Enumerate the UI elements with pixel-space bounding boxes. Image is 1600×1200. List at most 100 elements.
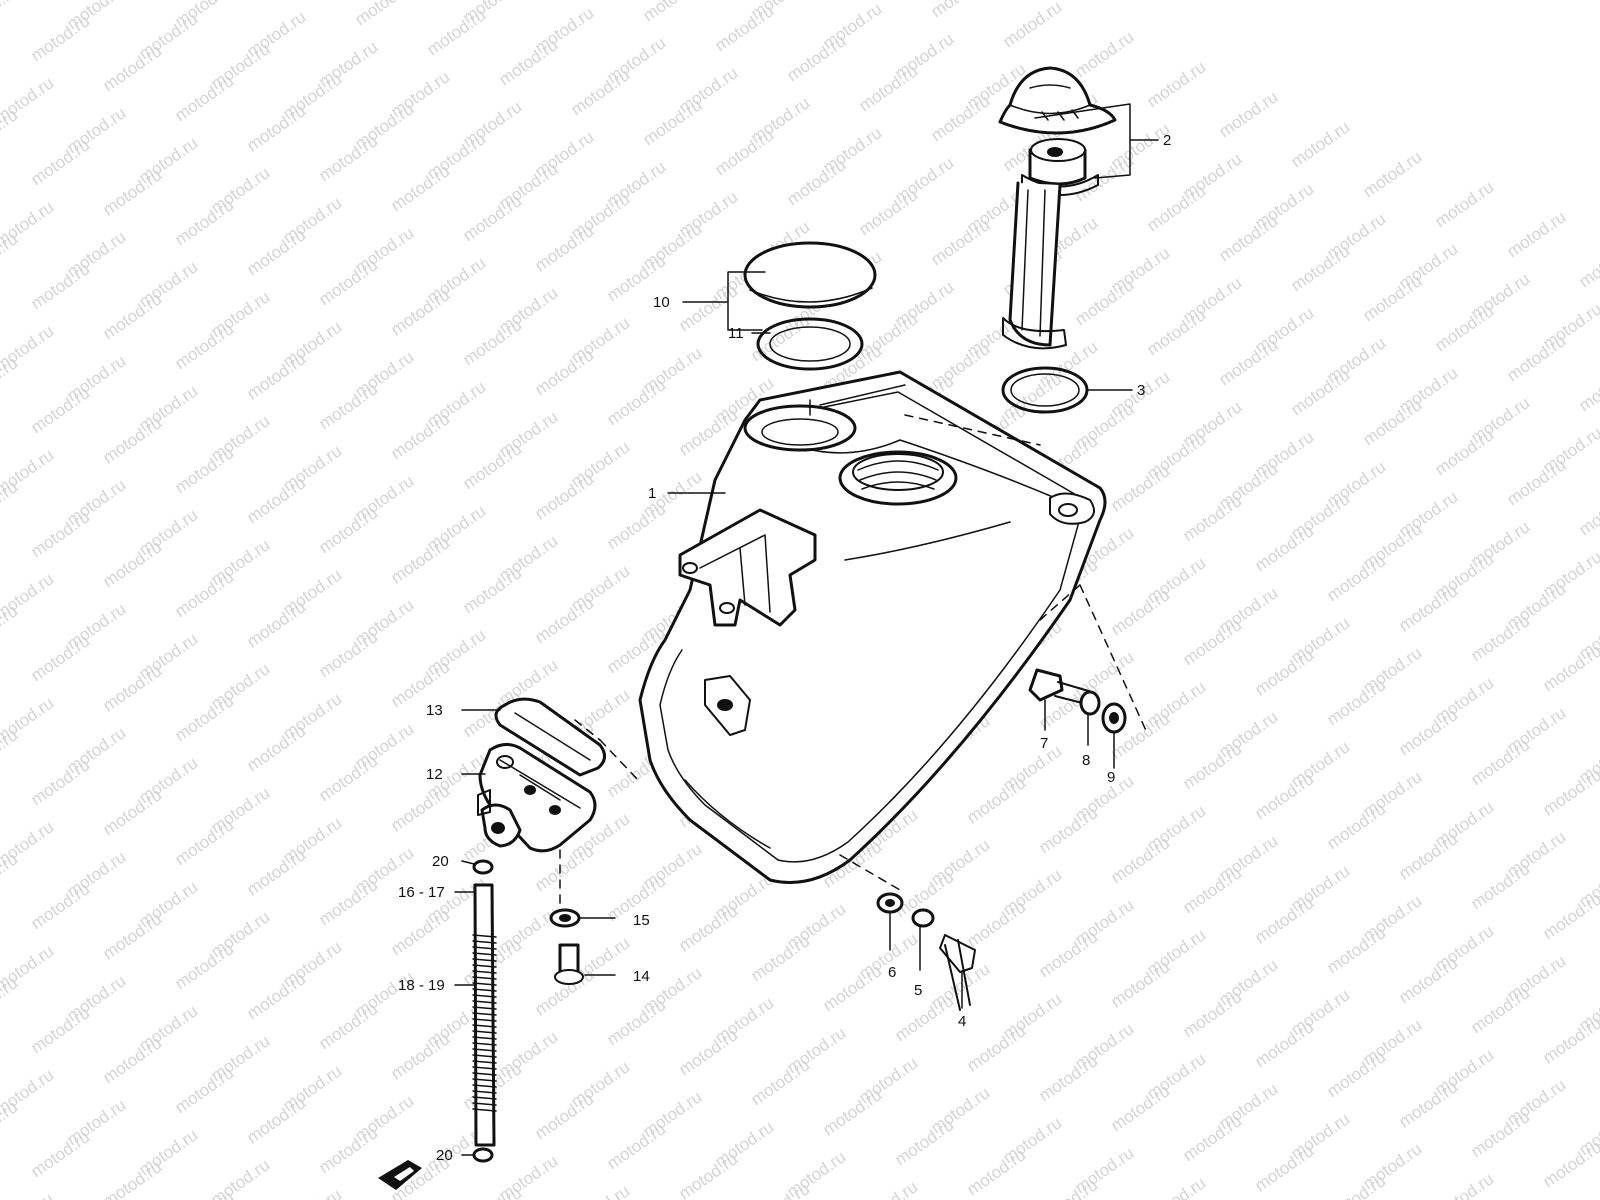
watermark-text: motod.ru	[1395, 1077, 1461, 1131]
watermark-text: motod.ru	[1251, 645, 1317, 699]
callout-5: 5	[914, 982, 922, 999]
watermark-text: motod.ru	[783, 31, 849, 85]
callout-14: 14	[633, 968, 650, 985]
watermark-text: motod.ru	[99, 785, 165, 839]
watermark-text: motod.ru	[603, 375, 669, 429]
bolt-washer-set-bottom	[839, 854, 976, 1011]
hose-rib	[472, 1036, 497, 1040]
hose-rib	[472, 964, 497, 968]
watermark-text: motod.ru	[1359, 271, 1425, 325]
callout-8: 8	[1082, 752, 1090, 769]
watermark-text: motod.ru	[1395, 705, 1461, 759]
hose-rib	[472, 976, 497, 980]
watermark-text: motod.ru	[1467, 611, 1533, 665]
watermark-text: motod.ru	[315, 751, 381, 805]
watermark-text: motod.ru	[99, 165, 165, 219]
watermark-text: motod.ru	[171, 443, 237, 497]
watermark-text: motod.ru	[1143, 305, 1209, 359]
hose-rib	[472, 946, 497, 950]
hose-rib	[472, 1042, 497, 1046]
watermark-text: motod.ru	[243, 969, 309, 1023]
watermark-text: motod.ru	[1503, 455, 1569, 509]
callout-10: 10	[653, 294, 670, 311]
watermark-text: motod.ru	[1251, 1017, 1317, 1071]
watermark-text: motod.ru	[243, 101, 309, 155]
watermark-text: motod.ru	[639, 0, 705, 25]
watermark-text: motod.ru	[387, 533, 453, 587]
hose-rib	[472, 988, 497, 992]
callout-20-bottom: 20	[436, 1147, 453, 1164]
watermark-text: motod.ru	[0, 0, 21, 35]
watermark-text: motod.ru	[459, 191, 525, 245]
hose-rib	[472, 1006, 497, 1010]
watermark-text: motod.ru	[1107, 957, 1173, 1011]
watermark-text: motod.ru	[531, 345, 597, 399]
hose-rib	[472, 940, 497, 944]
watermark-text: motod.ru	[1323, 799, 1389, 853]
fuel-gauge-unit-part	[998, 66, 1159, 350]
watermark-text: motod.ru	[1215, 211, 1281, 265]
watermark-text: motod.ru	[1395, 829, 1461, 883]
watermark-text: motod.ru	[1323, 1171, 1389, 1200]
watermark-text: motod.ru	[459, 315, 525, 369]
watermark-text: motod.ru	[243, 473, 309, 527]
watermark-text: motod.ru	[1323, 675, 1389, 729]
hose-rib	[472, 1018, 497, 1022]
watermark-text: motod.ru	[99, 289, 165, 343]
watermark-text: motod.ru	[963, 773, 1029, 827]
watermark-text: motod.ru	[243, 1093, 309, 1147]
watermark-text: motod.ru	[1359, 395, 1425, 449]
watermark-text: motod.ru	[1323, 551, 1389, 605]
watermark-text: motod.ru	[1107, 461, 1173, 515]
watermark-text: motod.ru	[99, 41, 165, 95]
watermark-text: motod.ru	[243, 225, 309, 279]
watermark-text: motod.ru	[1107, 833, 1173, 887]
watermark-text: motod.ru	[387, 161, 453, 215]
watermark-text: motod.ru	[315, 131, 381, 185]
hose-rib	[472, 934, 497, 938]
watermark-text: motod.ru	[387, 905, 453, 959]
watermark-text: motod.ru	[603, 1119, 669, 1173]
hose-rib	[472, 1030, 497, 1034]
watermark-text: motod.ru	[819, 961, 885, 1015]
watermark-text: motod.ru	[1035, 1051, 1101, 1105]
watermark-text: motod.ru	[315, 503, 381, 557]
watermark-text: motod.ru	[1287, 365, 1353, 419]
watermark-text: motod.ru	[243, 845, 309, 899]
callout-2: 2	[1163, 132, 1171, 149]
watermark-text: motod.ru	[1143, 181, 1209, 235]
watermark-text: motod.ru	[1431, 177, 1497, 231]
front-arrow-icon	[378, 1160, 422, 1190]
watermark-text: motod.ru	[1575, 361, 1600, 415]
watermark-text: motod.ru	[27, 631, 93, 685]
watermark-text: motod.ru	[171, 319, 237, 373]
callout-16-17: 16 - 17	[398, 884, 445, 901]
watermark-text: motod.ru	[351, 0, 417, 29]
hose-ribs	[472, 934, 497, 1112]
watermark-text: motod.ru	[171, 691, 237, 745]
watermark-text: motod.ru	[927, 91, 993, 145]
watermark-text: motod.ru	[171, 815, 237, 869]
watermark-text: motod.ru	[1215, 335, 1281, 389]
hose-rib	[472, 952, 497, 956]
watermark-text: motod.ru	[1107, 1081, 1173, 1135]
hose-rib	[472, 1084, 497, 1088]
watermark-text: motod.ru	[1467, 735, 1533, 789]
watermark-text: motod.ru	[1539, 1137, 1600, 1191]
watermark-text: motod.ru	[1179, 1111, 1245, 1165]
callout-7: 7	[1040, 735, 1048, 752]
watermark-text: motod.ru	[1107, 585, 1173, 639]
watermark-text: motod.ru	[171, 71, 237, 125]
watermark-text: motod.ru	[315, 1123, 381, 1177]
tank-cover-part	[682, 241, 877, 371]
watermark-text: motod.ru	[1287, 241, 1353, 295]
watermark-text: motod.ru	[99, 537, 165, 591]
watermark-text: motod.ru	[27, 1127, 93, 1181]
watermark-text: motod.ru	[27, 507, 93, 561]
watermark-text: motod.ru	[1071, 27, 1137, 81]
watermark-text: motod.ru	[603, 995, 669, 1049]
watermark-text: motod.ru	[27, 879, 93, 933]
watermark-text: motod.ru	[1359, 147, 1425, 201]
watermark-text: motod.ru	[243, 349, 309, 403]
watermark-text: motod.ru	[171, 1187, 237, 1200]
